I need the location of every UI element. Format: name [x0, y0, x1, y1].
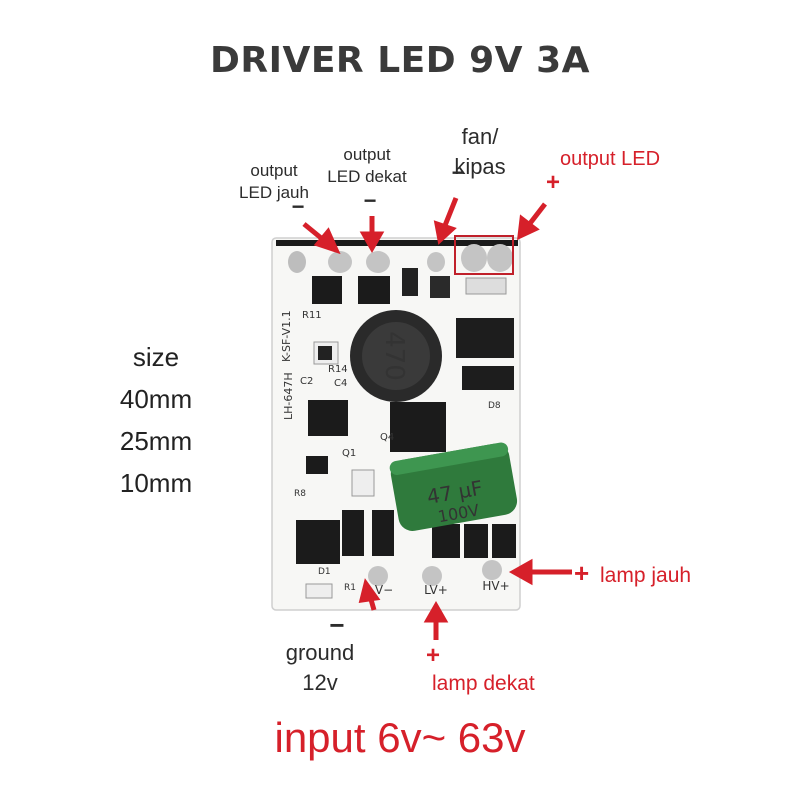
small-chip [430, 276, 450, 298]
diode-small [462, 366, 514, 390]
sign-minus-jauh: − [291, 194, 305, 219]
input-voltage-range: input 6v~ 63v [274, 714, 526, 761]
transistor-left [306, 456, 328, 474]
silk-c4: C4 [334, 378, 347, 389]
sign-plus-lamp-dekat: + [426, 642, 441, 669]
label-ground-12v: ground 12v [285, 640, 355, 695]
sign-plus-output: + [545, 169, 560, 196]
diode-d6 [492, 524, 516, 558]
label-fan-kipas: fan/ kipas [454, 124, 506, 179]
pad-output-plus-2 [487, 244, 513, 272]
smd-resistor-bottom [305, 583, 333, 599]
silk-r1: R1 [344, 583, 356, 593]
silk-r11: R11 [302, 310, 322, 321]
output-led-highlight-box [454, 235, 514, 275]
board-top-edge [276, 240, 518, 246]
silk-r8: R8 [294, 489, 306, 499]
size-block: size 40mm 25mm 10mm [96, 336, 216, 504]
smd-resistor-top [465, 277, 507, 295]
size-dim-width: 25mm [119, 426, 193, 456]
silk-c2: C2 [300, 376, 313, 387]
pad-fan [427, 252, 445, 272]
pad-label-lv: LV+ [424, 583, 448, 597]
label-lamp-dekat: lamp dekat [432, 672, 535, 695]
silk-model: LH-647H [282, 372, 295, 420]
ic-top-left [312, 276, 342, 304]
sign-minus-dekat: − [363, 188, 377, 213]
pad-lv [422, 566, 442, 586]
silk-q1: Q1 [342, 448, 356, 459]
label-output-led: output LED [559, 148, 661, 170]
diode-d2 [342, 510, 364, 556]
sign-plus-lamp-jauh: + [574, 558, 590, 588]
diode-d4 [432, 524, 460, 558]
pad-label-hv: HV+ [482, 579, 509, 593]
pad-led-dekat [366, 251, 390, 273]
sign-minus-ground: − [329, 610, 345, 640]
mosfet-q4 [390, 402, 446, 452]
size-dim-length: 40mm [119, 384, 193, 414]
ic-left [308, 400, 348, 436]
electrolytic-capacitor: 47 µF 100V [389, 442, 518, 531]
label-output-led-jauh: output LED jauh [239, 161, 309, 202]
sign-minus-fan: − [451, 160, 465, 185]
inductor-marking: 470 [379, 331, 409, 381]
silk-d8: D8 [488, 401, 501, 411]
size-label: size [132, 342, 180, 372]
silk-d1: D1 [318, 567, 331, 577]
bridge-rectifier [296, 520, 340, 564]
pin-header [402, 268, 418, 296]
silk-r14: R14 [328, 364, 348, 375]
silk-version: K-SF-V1.1 [280, 310, 293, 362]
silk-q4: Q4 [380, 432, 394, 443]
diode-d5 [464, 524, 488, 558]
pad-ground [368, 566, 388, 586]
diode-large [456, 318, 514, 358]
page-title: DRIVER LED 9V 3A [209, 40, 590, 81]
pad-label-vminus: V− [375, 583, 393, 597]
ic-top-mid [358, 276, 390, 304]
pad-led-jauh [328, 251, 352, 273]
pad-top-1 [288, 251, 306, 273]
smd-resistor-mid [351, 469, 375, 497]
pad-hv [482, 560, 502, 580]
diode-d3 [372, 510, 394, 556]
annotation-arrows [302, 197, 572, 640]
label-lamp-jauh: lamp jauh [600, 564, 692, 587]
size-dim-height: 10mm [119, 468, 193, 498]
pad-output-plus-1 [461, 244, 487, 272]
label-output-led-dekat: output LED dekat [327, 145, 407, 186]
